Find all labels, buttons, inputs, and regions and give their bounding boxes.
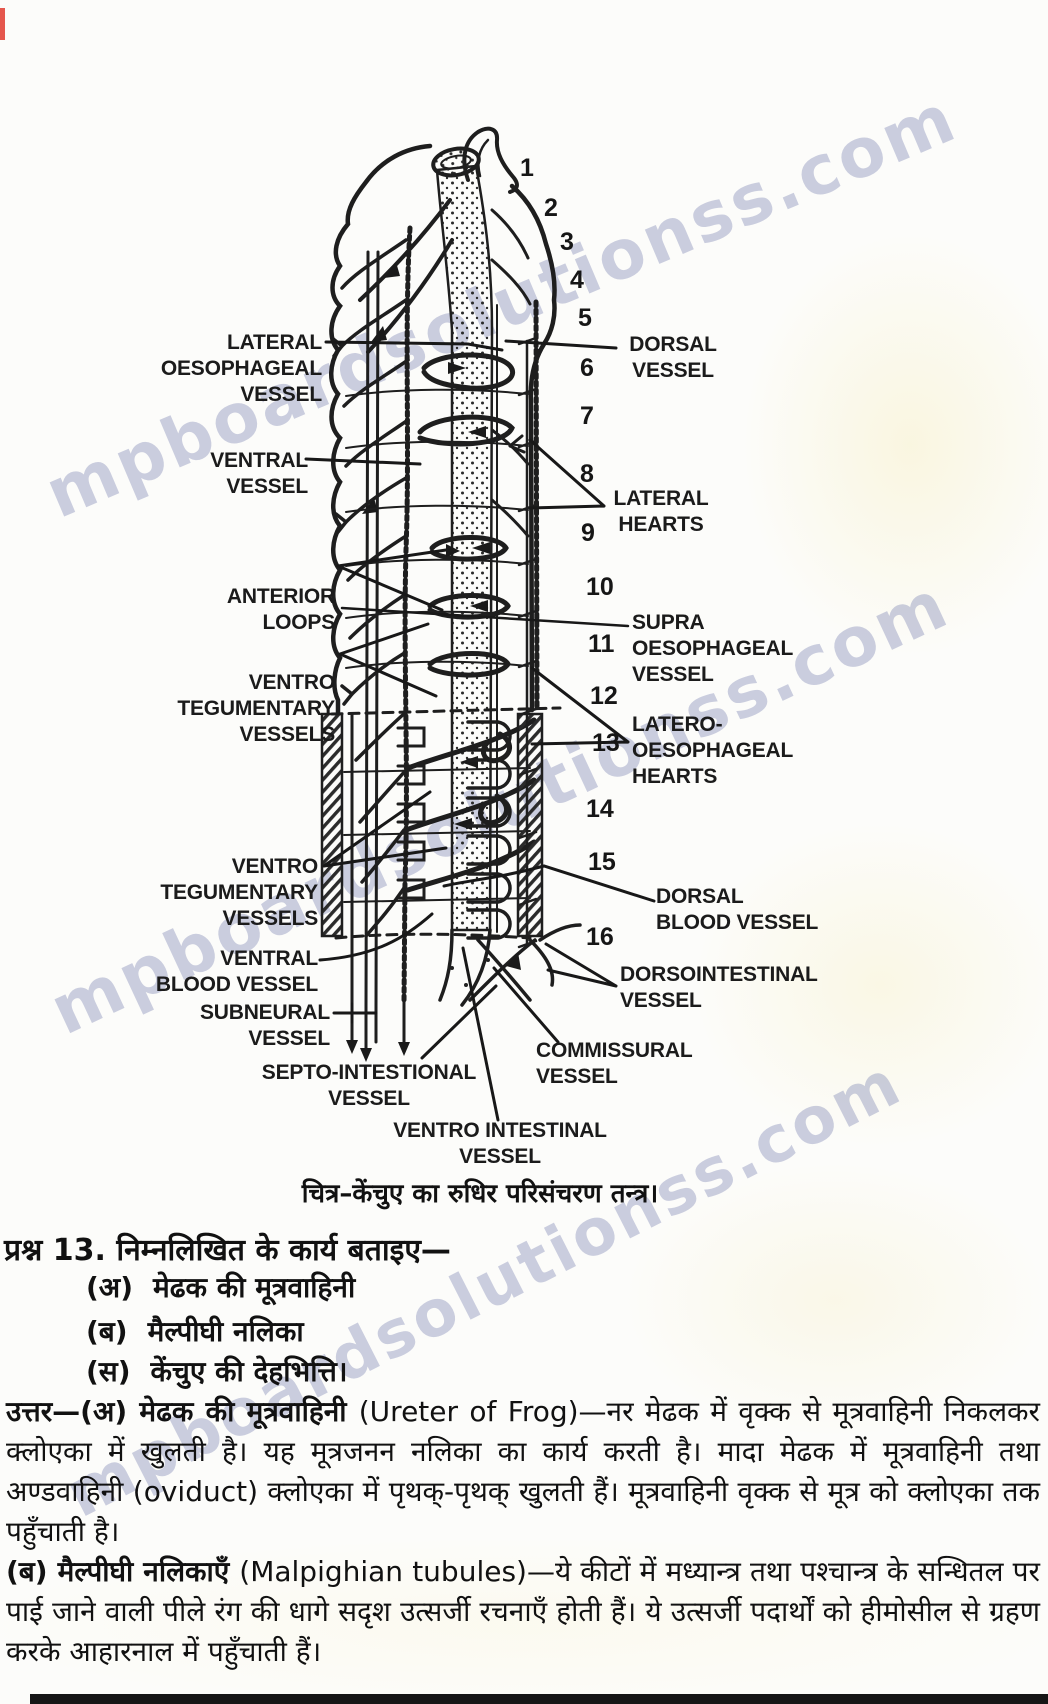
- segment-number: 13: [592, 729, 620, 757]
- item-marker: (स): [86, 1355, 131, 1388]
- answer-a-lead: उत्तर—(अ) मेढक की मूत्रवाहिनी: [6, 1395, 359, 1428]
- question-heading: प्रश्न 13. निम्नलिखित के कार्य बताइए—: [4, 1233, 451, 1268]
- scan-artifact-red: [0, 8, 5, 40]
- item-text: मेढक की मूत्रवाहिनी: [153, 1271, 356, 1304]
- label-commissural-vessel: COMMISSURAL VESSEL: [536, 1039, 693, 1088]
- segment-number: 10: [586, 573, 614, 601]
- label-lateral-hearts: LATERAL HEARTS: [613, 487, 709, 536]
- segment-number: 5: [578, 304, 592, 332]
- figure-caption: चित्र–केंचुए का रुधिर परिसंचरण तन्त्र।: [301, 1179, 659, 1209]
- label-septo-intestional-vessel: SEPTO-INTESTIONAL VESSEL: [261, 1061, 477, 1110]
- segment-number: 4: [570, 266, 584, 294]
- question-item: (ब) मैल्पीघी नलिका: [86, 1312, 304, 1350]
- question-item: (अ) मेढक की मूत्रवाहिनी: [86, 1268, 355, 1306]
- label-supra-oesophageal-vessel: SUPRA OESOPHAGEAL VESSEL: [632, 611, 794, 686]
- label-lateral-oesophageal-vessel: LATERAL OESOPHAGEAL VESSEL: [160, 331, 322, 406]
- item-text: केंचुए की देहभित्ति।: [150, 1355, 348, 1388]
- segment-number: 6: [580, 354, 594, 382]
- segment-number: 7: [580, 402, 594, 430]
- segment-number: 11: [588, 630, 615, 658]
- segment-number: 15: [588, 848, 616, 876]
- earthworm-circulation-diagram: [304, 126, 656, 1122]
- answer-paragraph-a: उत्तर—(अ) मेढक की मूत्रवाहिनी (Ureter of…: [6, 1392, 1040, 1552]
- answer-a-body: (Ureter of Frog)—नर मेढक में वृक्क से मू…: [6, 1395, 1041, 1548]
- label-ventral-vessel: VENTRAL VESSEL: [210, 449, 308, 498]
- segment-number: 2: [544, 194, 558, 222]
- segment-number: 16: [586, 923, 614, 951]
- label-ventro-tegumentary-vessels-lower: VENTRO TEGUMENTARY VESSELS: [160, 855, 318, 930]
- label-dorsal-blood-vessel: DORSAL BLOOD VESSEL: [656, 885, 819, 934]
- label-dorsointestinal-vessel: DORSOINTESTINAL VESSEL: [620, 963, 818, 1012]
- answer-b-lead: (ब) मैल्पीघी नलिकाएँ: [6, 1555, 240, 1588]
- segment-number: 3: [560, 228, 574, 256]
- scan-edge-bar: [30, 1694, 1048, 1704]
- segment-number: 12: [590, 682, 618, 710]
- item-marker: (ब): [86, 1315, 128, 1348]
- item-marker: (अ): [86, 1271, 133, 1304]
- label-subneural-vessel: SUBNEURAL VESSEL: [199, 1001, 330, 1050]
- label-ventral-blood-vessel: VENTRAL BLOOD VESSEL: [155, 947, 318, 996]
- label-ventro-tegumentary-vessels-upper: VENTRO TEGUMENTARY VESSELS: [177, 671, 335, 746]
- label-dorsal-vessel: DORSAL VESSEL: [629, 333, 717, 382]
- segment-number: 8: [580, 460, 594, 488]
- label-anterior-loops: ANTERIOR LOOPS: [226, 585, 335, 634]
- question-item: (स) केंचुए की देहभित्ति।: [86, 1352, 347, 1390]
- answer-b-body: (Malpighian tubules)—ये कीटों में मध्यान…: [6, 1555, 1040, 1668]
- leader-lines: [304, 339, 656, 1122]
- segment-number: 9: [581, 519, 595, 547]
- answer-paragraph-b: (ब) मैल्पीघी नलिकाएँ (Malpighian tubules…: [6, 1552, 1040, 1672]
- label-latero-oesophageal-hearts: LATERO- OESOPHAGEAL HEARTS: [632, 713, 794, 788]
- segment-number: 14: [586, 795, 614, 823]
- label-ventro-intestinal-vessel: VENTRO INTESTINAL VESSEL: [393, 1119, 607, 1168]
- segment-number: 1: [520, 154, 534, 182]
- worm-drawing: [320, 126, 582, 1062]
- item-text: मैल्पीघी नलिका: [147, 1315, 304, 1348]
